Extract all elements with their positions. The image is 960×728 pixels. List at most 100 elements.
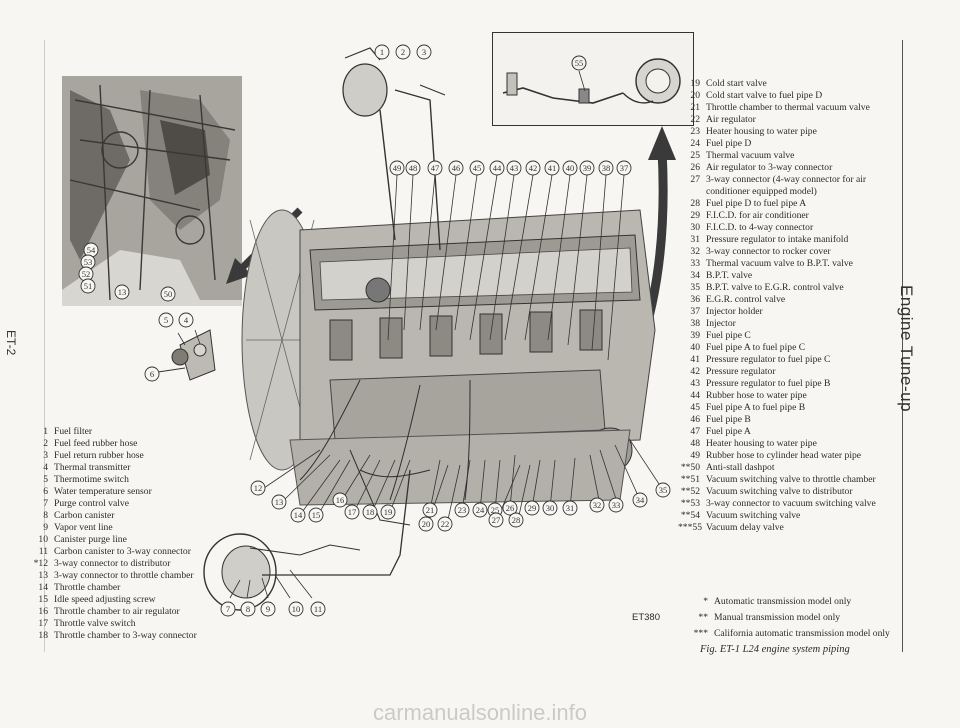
right-margin-rule (902, 40, 903, 652)
footnote: *Automatic transmission model only (668, 594, 898, 610)
callout-9: 9 (266, 604, 270, 614)
legend-number: 49 (690, 450, 700, 461)
legend-number: 29 (690, 210, 700, 221)
legend-text: Throttle chamber to air regulator (54, 606, 180, 617)
legend-text: Fuel pipe D to fuel pipe A (706, 198, 807, 209)
legend-number: 33 (690, 258, 700, 269)
legend-text: Fuel pipe D (706, 138, 752, 149)
callout-37: 37 (620, 163, 629, 173)
legend-number: 16 (38, 606, 48, 617)
callout-circle (422, 502, 438, 518)
callout-49: 49 (393, 163, 402, 173)
callout-18: 18 (366, 507, 375, 517)
legend-number: 35 (690, 282, 700, 293)
callout-circle (416, 44, 432, 60)
legend-right-item: 29 F.I.C.D. for air conditioner (678, 210, 890, 222)
legend-text: B.P.T. valve (706, 270, 753, 281)
inset-detail-box: 55 (492, 32, 694, 126)
callout-19: 19 (384, 507, 393, 517)
callout-14: 14 (294, 510, 303, 520)
callout-circle (472, 502, 488, 518)
legend-number: 37 (690, 306, 700, 317)
callout-43: 43 (510, 163, 519, 173)
callout-circle (362, 504, 378, 520)
callout-5: 5 (164, 315, 168, 325)
arrowhead-left (226, 258, 252, 284)
legend-text: Fuel pipe A to fuel pipe C (706, 342, 806, 353)
callout-17: 17 (348, 507, 357, 517)
callout-circle (489, 160, 505, 176)
legend-text: Fuel pipe A to fuel pipe B (706, 402, 806, 413)
legend-number: 40 (690, 342, 700, 353)
callout-44: 44 (493, 163, 502, 173)
legend-text: Carbon canister (54, 510, 115, 521)
legend-right-item: 40 Fuel pipe A to fuel pipe C (678, 342, 890, 354)
callout-circle (290, 507, 306, 523)
callout-circle (506, 160, 522, 176)
callout-3: 3 (422, 47, 426, 57)
callout-48: 48 (409, 163, 418, 173)
callout-54: 54 (87, 245, 96, 255)
arrowhead-right (648, 126, 676, 160)
legend-text: Fuel filter (54, 426, 93, 437)
legend-text: Water temperature sensor (54, 486, 152, 497)
legend-text: E.G.R. control valve (706, 294, 786, 305)
left-margin-rule (44, 40, 45, 652)
callout-circle (160, 286, 176, 302)
callout-30: 30 (546, 503, 555, 513)
callout-circle (562, 160, 578, 176)
legend-text: Vacuum switching valve to throttle chamb… (706, 474, 876, 485)
callout-20: 20 (422, 519, 431, 529)
legend-text: Fuel return rubber hose (54, 450, 144, 461)
callout-circle (524, 500, 540, 516)
legend-number: 11 (38, 546, 48, 557)
legend-text: Anti-stall dashpot (706, 462, 775, 473)
callout-33: 33 (612, 500, 621, 510)
legend-text: Carbon canister to 3-way connector (54, 546, 191, 557)
callout-46: 46 (452, 163, 461, 173)
callout-circle (80, 278, 96, 294)
callout-6: 6 (150, 369, 154, 379)
legend-number: 32 (690, 246, 700, 257)
legend-number: 48 (690, 438, 700, 449)
inset-illustration: 55 (502, 55, 681, 104)
legend-number: 44 (690, 390, 700, 401)
legend-text: Cold start valve (706, 78, 767, 89)
callout-11: 11 (314, 604, 322, 614)
legend-text: Purge control valve (54, 498, 129, 509)
callout-39: 39 (583, 163, 592, 173)
legend-number: 47 (690, 426, 700, 437)
callout-26: 26 (506, 503, 515, 513)
callout-13: 13 (118, 287, 127, 297)
figure-code: ET380 (632, 612, 660, 623)
legend-number: 3 (43, 450, 48, 461)
figure-caption: Fig. ET-1 L24 engine system piping (700, 644, 850, 655)
callout-31: 31 (566, 503, 575, 513)
callout-circle (380, 504, 396, 520)
legend-text: F.I.C.D. for air conditioner (706, 210, 809, 221)
legend-text: Vapor vent line (54, 522, 113, 533)
legend-number: 20 (690, 90, 700, 101)
legend-number: 27 (690, 174, 700, 185)
